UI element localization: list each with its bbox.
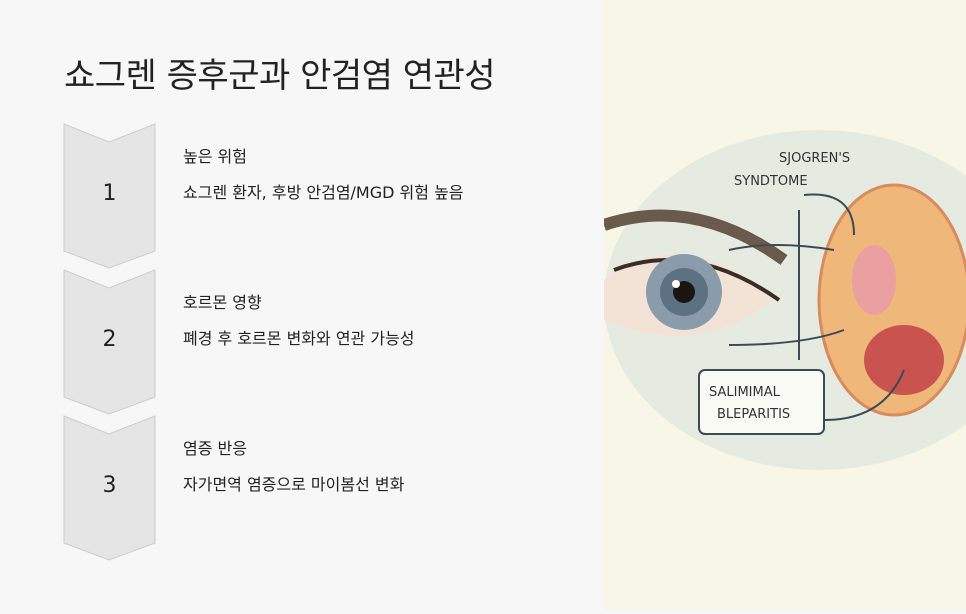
label-bottom-line2: BLEPARITIS: [717, 407, 790, 422]
step-1-description: 쇼그렌 환자, 후방 안검염/MGD 위험 높음: [183, 183, 464, 202]
step-3-description: 자가면역 염증으로 마이봄선 변화: [183, 475, 405, 494]
label-bottom-line1: SALIMIMAL: [709, 385, 781, 400]
step-2-heading: 호르몬 영향: [183, 293, 262, 312]
step-1-heading: 높은 위험: [183, 147, 247, 166]
eye-icon: [602, 209, 788, 336]
step-2-description: 폐경 후 호르몬 변화와 연관 가능성: [183, 329, 415, 348]
step-2-chevron: 2: [63, 269, 156, 415]
label-top-line2: SYNDTOME: [734, 174, 808, 189]
step-1-chevron: 1: [63, 123, 156, 269]
step-3-heading: 염증 반응: [183, 439, 247, 458]
gland-icon: [817, 183, 966, 417]
step-3-chevron: 3: [63, 415, 156, 561]
label-top-line1: SJOGREN'S: [779, 151, 850, 166]
step-number: 1: [102, 181, 117, 206]
page-title: 쇼그렌 증후군과 안검염 연관성: [64, 56, 496, 96]
chevron-shape: [63, 269, 156, 415]
chevron-shape: [63, 415, 156, 561]
step-number: 2: [102, 327, 117, 352]
step-number: 3: [102, 473, 117, 498]
chevron-shape: [63, 123, 156, 269]
arrows: [728, 193, 905, 421]
eye-gland-illustration: SJOGREN'S SYNDTOME SALIMIMAL BLEPARITIS: [602, 0, 966, 610]
